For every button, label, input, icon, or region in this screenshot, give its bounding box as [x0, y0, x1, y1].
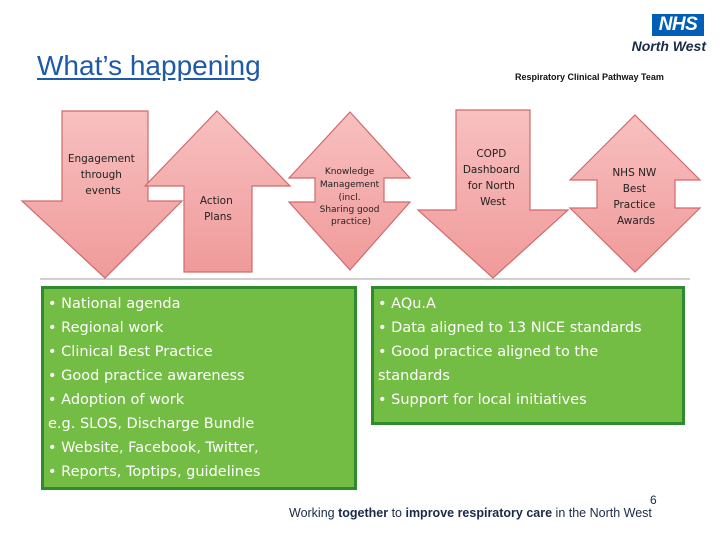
bullet-line: standards: [378, 368, 450, 384]
team-name: Respiratory Clinical Pathway Team: [515, 72, 664, 82]
page-number: 6: [650, 493, 657, 507]
bullet-line: • National agenda: [48, 296, 181, 312]
arrow-copd-label: COPD Dashboard for North West: [463, 148, 523, 208]
arrow-action-plans: [143, 110, 292, 273]
bullet-line: • Regional work: [48, 320, 164, 336]
footer-tagline: Working together to improve respiratory …: [289, 506, 652, 520]
national-regional-box: • National agenda • Regional work • Clin…: [41, 286, 357, 490]
bullet-line: • AQu.A: [378, 296, 436, 312]
bullet-line: • Adoption of work: [48, 392, 185, 408]
nhs-logo-region: North West: [631, 38, 706, 54]
arrow-engagement-label: Engagement through events: [68, 153, 138, 197]
bullet-line: • Website, Facebook, Twitter,: [48, 440, 259, 456]
bullet-line: • Support for local initiatives: [378, 392, 587, 408]
bullet-line: • Good practice awareness: [48, 368, 245, 384]
bullet-line: • Reports, Toptips, guidelines: [48, 464, 261, 480]
slide-title: What’s happening: [37, 50, 261, 81]
arrow-knowledge-management: [287, 111, 412, 271]
arrow-action-plans-label: Action Plans: [200, 195, 236, 223]
bullet-line: • Data aligned to 13 NICE standards: [378, 320, 642, 336]
nhs-logo: NHS North West: [624, 14, 706, 54]
arrow-copd-dashboard: [416, 109, 570, 279]
data-standards-box: • AQu.A • Data aligned to 13 NICE standa…: [371, 286, 685, 425]
arrow-engagement: [20, 110, 184, 279]
arrow-awards-label: NHS NW Best Practice Awards: [612, 167, 659, 227]
bullet-line: • Clinical Best Practice: [48, 344, 213, 360]
bullet-line: e.g. SLOS, Discharge Bundle: [48, 416, 255, 432]
bullet-line: • Good practice aligned to the: [378, 344, 599, 360]
nhs-logo-mark: NHS: [652, 14, 704, 36]
arrow-knowledge-label: Knowledge Management (incl. Sharing good…: [320, 167, 383, 227]
arrow-best-practice-awards: [568, 114, 702, 273]
